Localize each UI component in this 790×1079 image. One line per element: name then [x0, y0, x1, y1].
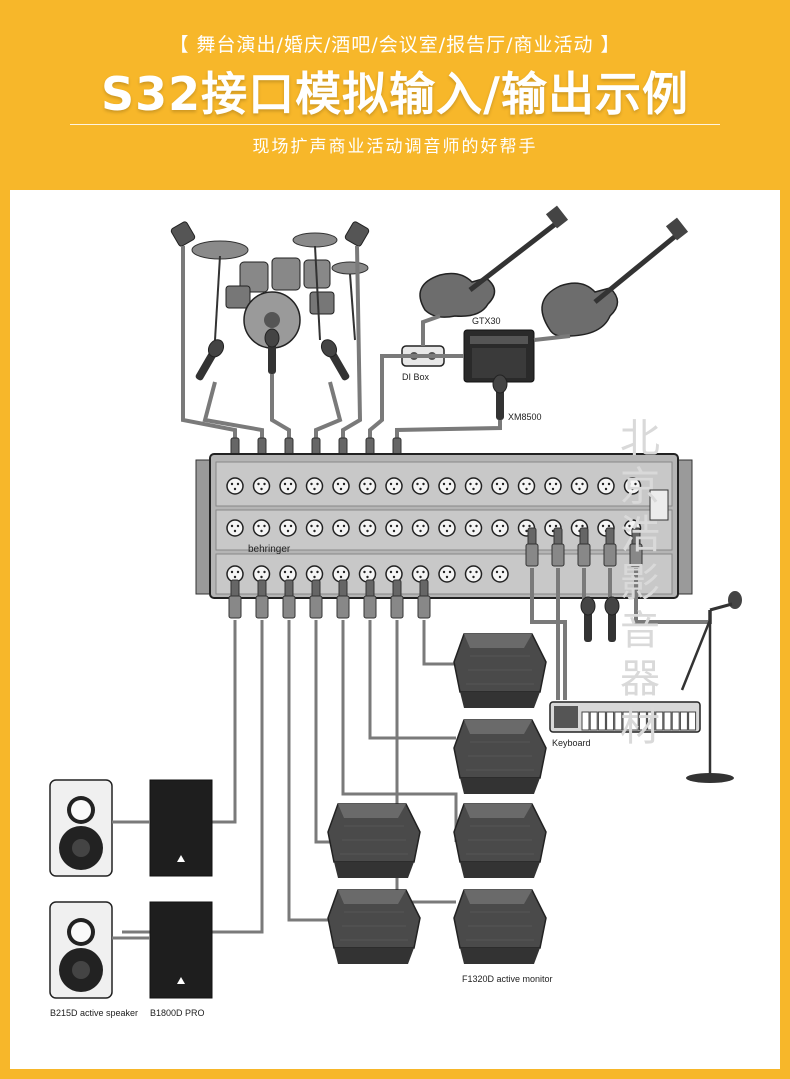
keyboard-key — [597, 711, 606, 731]
keyboard-label: Keyboard — [552, 738, 591, 748]
xlr-output-jack — [491, 565, 509, 583]
xlr-input-jack — [226, 519, 244, 537]
keyboard-key — [606, 711, 615, 731]
xlr-input-jack — [464, 519, 483, 537]
keyboard-key — [638, 711, 647, 731]
keyboard-key — [622, 711, 631, 731]
monitor-speaker-1 — [453, 633, 547, 709]
watermark-char: 材 — [620, 704, 660, 750]
keyboard-key — [647, 711, 656, 731]
xlr-input-jack — [358, 477, 377, 495]
keyboard-key — [688, 711, 697, 731]
monitor-speaker-2 — [453, 719, 547, 795]
monitor-speaker-3 — [327, 803, 421, 879]
keyboard-icon — [549, 701, 701, 733]
xlr-input-jack — [358, 519, 377, 537]
amp-mic-icon — [492, 374, 508, 421]
xlr-input-jack — [438, 477, 456, 495]
xlr-input-jack — [570, 477, 589, 495]
watermark-char: 影 — [620, 560, 660, 606]
xlr-output-jack — [464, 565, 483, 583]
xlr-input-jack — [252, 477, 271, 495]
keyboard-key — [655, 711, 664, 731]
electric-guitar-icon — [541, 217, 689, 338]
watermark-char: 北 — [620, 416, 660, 462]
xlr-input-jack — [279, 519, 297, 537]
subwoofer-2 — [149, 901, 213, 999]
xlr-input-jack — [464, 477, 483, 495]
watermark-char: 音 — [620, 608, 660, 654]
keyboard-key — [663, 711, 672, 731]
stagebox-brand-label: behringer — [248, 544, 291, 555]
watermark-char: 浩 — [620, 512, 660, 558]
xlr-input-jack — [252, 519, 271, 537]
guitar-amp — [463, 329, 535, 383]
vocal-mic-icon-2 — [604, 596, 620, 643]
gtx30-label: GTX30 — [472, 316, 501, 326]
output-cables — [120, 620, 458, 934]
overhead-mic-left — [170, 221, 196, 247]
xlr-input-jack — [411, 477, 430, 495]
xlr-input-jack — [226, 477, 244, 495]
right-input-cables — [530, 568, 712, 700]
overhead-mic-right — [344, 221, 370, 247]
xlr-input-jack — [411, 519, 430, 537]
keyboard-key — [589, 711, 598, 731]
connection-diagram: DI Box GTX30 XM8500 beh — [49, 205, 742, 1018]
xlr-input-jack — [438, 519, 456, 537]
xlr-input-jack — [491, 519, 509, 537]
keyboard-key — [679, 711, 688, 731]
keyboard-key — [671, 711, 680, 731]
di-box-label: DI Box — [402, 372, 430, 382]
header-subtitle: 现场扩声商业活动调音师的好帮手 — [252, 137, 538, 157]
header: 【 舞台演出/婚庆/酒吧/会议室/报告厅/商业活动 】 S32接口模拟输入/输出… — [0, 0, 790, 190]
keyboard-key — [581, 711, 590, 731]
xlr-input-jack — [305, 477, 324, 495]
speaker-label: B215D active speaker — [50, 1008, 138, 1018]
monitor-speaker-4 — [453, 803, 547, 879]
xlr-input-jack — [517, 477, 536, 495]
xlr-output-jack — [438, 565, 456, 583]
keyboard-key — [630, 711, 639, 731]
xlr-input-jack — [305, 519, 324, 537]
watermark-char: 器 — [620, 656, 660, 702]
monitor-label: F1320D active monitor — [462, 974, 553, 984]
monitor-speaker-5 — [327, 889, 421, 965]
active-speaker-2 — [49, 901, 113, 999]
subwoofer-1 — [149, 779, 213, 877]
monitor-speaker-6 — [453, 889, 547, 965]
keyboard-key — [614, 711, 623, 731]
active-speaker-1 — [49, 779, 113, 877]
vocal-mic-icon-1 — [580, 596, 596, 643]
xlr-input-jack — [279, 477, 297, 495]
mic-stand-icon — [680, 591, 742, 783]
xm8500-label: XM8500 — [508, 412, 542, 422]
header-tagline: 【 舞台演出/婚庆/酒吧/会议室/报告厅/商业活动 】 — [169, 34, 621, 56]
xlr-input-jack — [385, 477, 403, 495]
xlr-input-jack — [491, 477, 509, 495]
xlr-input-jack — [332, 477, 350, 495]
drum-kit — [191, 232, 369, 349]
xlr-input-jack — [544, 477, 562, 495]
xlr-input-jack — [597, 477, 615, 495]
diagram-panel: DI Box GTX30 XM8500 beh — [10, 190, 780, 1069]
xlr-input-jack — [332, 519, 350, 537]
sub-label: B1800D PRO — [150, 1008, 205, 1018]
xlr-input-jack — [385, 519, 403, 537]
page-title: S32接口模拟输入/输出示例 — [101, 67, 689, 121]
watermark-char: 京 — [620, 464, 660, 510]
bass-guitar-icon — [419, 205, 569, 318]
header-divider — [70, 124, 720, 125]
